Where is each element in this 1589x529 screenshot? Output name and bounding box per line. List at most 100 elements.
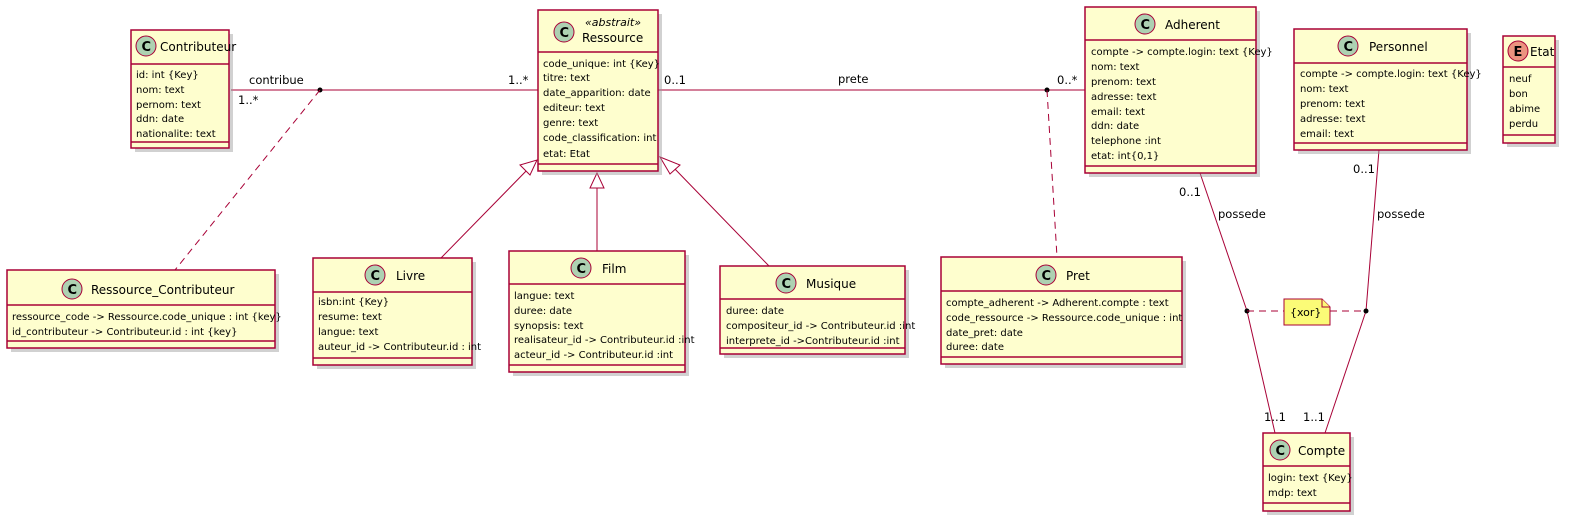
personnel-possede-point [1363, 308, 1369, 314]
class-attribute: acteur_id -> Contributeur.id :int [514, 350, 673, 361]
class-attribute: code_ressource -> Ressource.code_unique … [946, 313, 1182, 324]
personnel-possede-line-lower [1324, 310, 1367, 434]
class-attribute: email: text [1300, 129, 1354, 140]
class-letter: C [577, 262, 587, 277]
xor-note: {xor} [1247, 298, 1366, 326]
class-attribute: email: text [1091, 107, 1145, 118]
class-name: Film [602, 262, 626, 276]
adherent-possede-line-upper [1199, 172, 1248, 312]
class-attribute: titre: text [543, 73, 590, 84]
class-letter: C [1276, 444, 1286, 459]
class-icon [553, 21, 575, 43]
class-attribute: editeur: text [543, 103, 605, 114]
class-pret: C Pret compte_adherent -> Adherent.compt… [940, 256, 1186, 368]
class-attribute: date_apparition: date [543, 88, 651, 99]
personnel-possede-label: possede [1377, 207, 1425, 221]
enum-value: perdu [1509, 119, 1538, 130]
class-attribute: synopsis: text [514, 321, 583, 332]
personnel-possede-line-upper [1365, 149, 1380, 312]
class-attribute: ddn: date [136, 114, 184, 125]
class-letter: C [371, 269, 381, 284]
enum-value: bon [1509, 89, 1528, 100]
musique-inherits-line [672, 166, 770, 267]
class-attribute: mdp: text [1268, 488, 1317, 499]
class-attribute: resume: text [318, 312, 382, 323]
class-name: Compte [1298, 444, 1345, 458]
class-adherent: C Adherent compte -> compte.login: text … [1084, 6, 1273, 177]
class-attribute: nationalite: text [136, 129, 216, 140]
class-icon [61, 278, 83, 300]
prete-mult-ressource: 0..1 [664, 73, 686, 87]
class-attribute: langue: text [318, 327, 378, 338]
musique-inherits-arrow [658, 155, 681, 175]
class-attribute: adresse: text [1091, 92, 1156, 103]
class-attribute: duree: date [726, 306, 784, 317]
class-attribute: code_unique: int {Key} [543, 59, 660, 70]
class-attribute: nom: text [1300, 84, 1349, 95]
class-icon [1337, 35, 1359, 57]
enum-icon [1507, 40, 1529, 62]
class-name: Personnel [1369, 40, 1428, 54]
contribue-label: contribue [249, 73, 304, 87]
class-letter: C [142, 40, 152, 55]
prete-mult-adherent: 0..* [1057, 73, 1078, 87]
xor-note-box [1283, 298, 1331, 326]
class-attribute: id_contributeur -> Contributeur.id : int… [12, 327, 237, 338]
class-icon [1269, 439, 1291, 461]
inheritance-relations [440, 155, 770, 267]
class-attribute: interprete_id ->Contributeur.id :int [726, 336, 900, 347]
class-attribute: pernom: text [136, 100, 201, 111]
prete-association-class-link [1046, 89, 1058, 258]
class-attribute: ddn: date [1091, 121, 1139, 132]
class-icon [364, 264, 386, 286]
class-attribute: adresse: text [1300, 114, 1365, 125]
class-letter: C [1141, 18, 1151, 33]
class-icon [1035, 264, 1057, 286]
relation-prete: prete 0..1 0..* [658, 72, 1085, 258]
prete-label: prete [838, 72, 868, 86]
class-attribute: duree: date [946, 342, 1004, 353]
class-compte: C Compte login: text {Key} mdp: text [1262, 432, 1354, 515]
class-ressource: C «abstrait» Ressource code_unique: int … [537, 9, 662, 175]
adherent-possede-mult-adherent: 0..1 [1179, 185, 1201, 199]
enum-value: neuf [1509, 74, 1532, 85]
personnel-possede-mult-personnel: 0..1 [1353, 162, 1375, 176]
class-attribute: compte -> compte.login: text {Key} [1091, 47, 1273, 58]
class-personnel: C Personnel compte -> compte.login: text… [1293, 28, 1482, 154]
class-attribute: etat: Etat [543, 149, 590, 160]
class-icon [135, 35, 157, 57]
livre-inherits-line [440, 165, 532, 259]
class-icon [1134, 13, 1156, 35]
class-letter: C [1344, 40, 1354, 55]
class-attribute: date_pret: date [946, 328, 1023, 339]
livre-inherits-arrow [519, 159, 538, 176]
class-name: Adherent [1165, 18, 1220, 32]
class-attribute: auteur_id -> Contributeur.id : int [318, 342, 481, 353]
class-attribute: nom: text [1091, 62, 1140, 73]
class-name: Ressource [582, 31, 643, 45]
class-attribute: login: text {Key} [1268, 473, 1353, 484]
class-musique: C Musique duree: date compositeur_id -> … [719, 265, 915, 358]
class-letter: C [1042, 269, 1052, 284]
class-attribute: genre: text [543, 118, 598, 129]
class-letter: C [782, 277, 792, 292]
class-icon [570, 257, 592, 279]
class-name: Ressource_Contributeur [91, 283, 234, 297]
class-attribute: id: int {Key} [136, 70, 199, 81]
class-name: Musique [806, 277, 856, 291]
contribue-association-class-link [174, 89, 321, 271]
class-attribute: compte -> compte.login: text {Key} [1300, 69, 1482, 80]
class-name: Pret [1066, 269, 1090, 283]
class-attribute: compte_adherent -> Adherent.compte : tex… [946, 298, 1169, 309]
class-name: Etat [1530, 45, 1555, 59]
adherent-possede-line-lower [1246, 310, 1276, 434]
class-contributeur: C Contributeur id: int {Key} nom: text p… [130, 29, 236, 152]
class-livre: C Livre isbn:int {Key} resume: text lang… [312, 257, 481, 369]
adherent-possede-label: possede [1218, 207, 1266, 221]
xor-note-corner [1321, 299, 1330, 308]
class-attribute: compositeur_id -> Contributeur.id :int [726, 321, 915, 332]
relation-contribue: contribue 1..* 1..* [174, 73, 538, 271]
xor-note-text: {xor} [1290, 306, 1321, 319]
class-name: Livre [396, 269, 425, 283]
